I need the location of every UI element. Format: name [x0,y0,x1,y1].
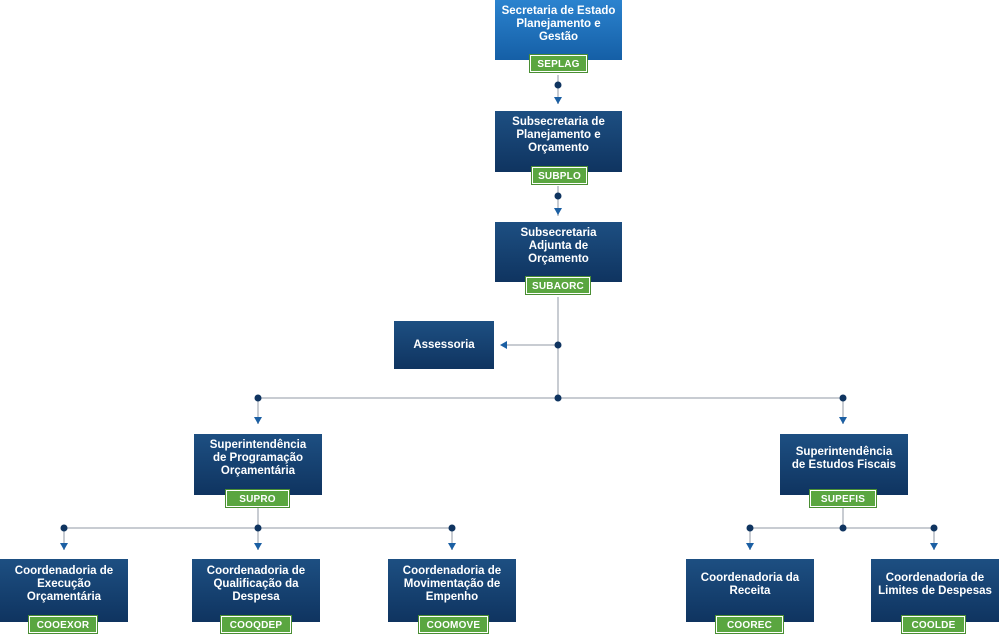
coorec-code-badge: COOREC [716,616,783,633]
cooqdep-box: Coordenadoria de Qualificação da Despesa [192,559,320,622]
cooqdep-code-badge: COOQDEP [221,616,291,633]
seplag-box: Secretaria de Estado Planejamento e Gest… [495,0,622,60]
subaorc-name: Subsecretaria Adjunta de Orçamento [520,226,597,265]
subplo-box: Subsecretaria de Planejamento e Orçament… [495,111,622,172]
coolde-box: Coordenadoria de Limites de Despesas [871,559,999,622]
supro-code-badge: SUPRO [226,490,289,507]
coomove-code-badge: COOMOVE [419,616,488,633]
supefis-name: Superintendência de Estudos Fiscais [791,445,897,471]
coolde-name: Coordenadoria de Limites de Despesas [878,571,992,597]
coorec-name: Coordenadoria da Receita [700,571,800,597]
cooexor-box: Coordenadoria de Execução Orçamentária [0,559,128,622]
cooqdep-name: Coordenadoria de Qualificação da Despesa [206,565,306,603]
cooexor-code-badge: COOEXOR [29,616,97,633]
supefis-box: Superintendência de Estudos Fiscais [780,434,908,495]
subplo-code-badge: SUBPLO [532,167,587,184]
seplag-code-badge: SEPLAG [530,55,587,72]
seplag-name: Secretaria de Estado Planejamento e Gest… [501,4,616,43]
supefis-code-badge: SUPEFIS [810,490,876,507]
subplo-name: Subsecretaria de Planejamento e Orçament… [512,116,605,154]
assessoria-box: Assessoria [394,321,494,369]
supro-name: Superintendência de Programação Orçament… [209,439,307,477]
cooexor-name: Coordenadoria de Execução Orçamentária [14,565,114,603]
assessoria-name: Assessoria [413,338,475,351]
subaorc-box: Subsecretaria Adjunta de Orçamento [495,222,622,282]
subaorc-code-badge: SUBAORC [526,277,590,294]
coomove-name: Coordenadoria de Movimentação de Empenho [402,565,502,603]
coorec-box: Coordenadoria da Receita [686,559,814,622]
coomove-box: Coordenadoria de Movimentação de Empenho [388,559,516,622]
supro-box: Superintendência de Programação Orçament… [194,434,322,495]
coolde-code-badge: COOLDE [902,616,965,633]
